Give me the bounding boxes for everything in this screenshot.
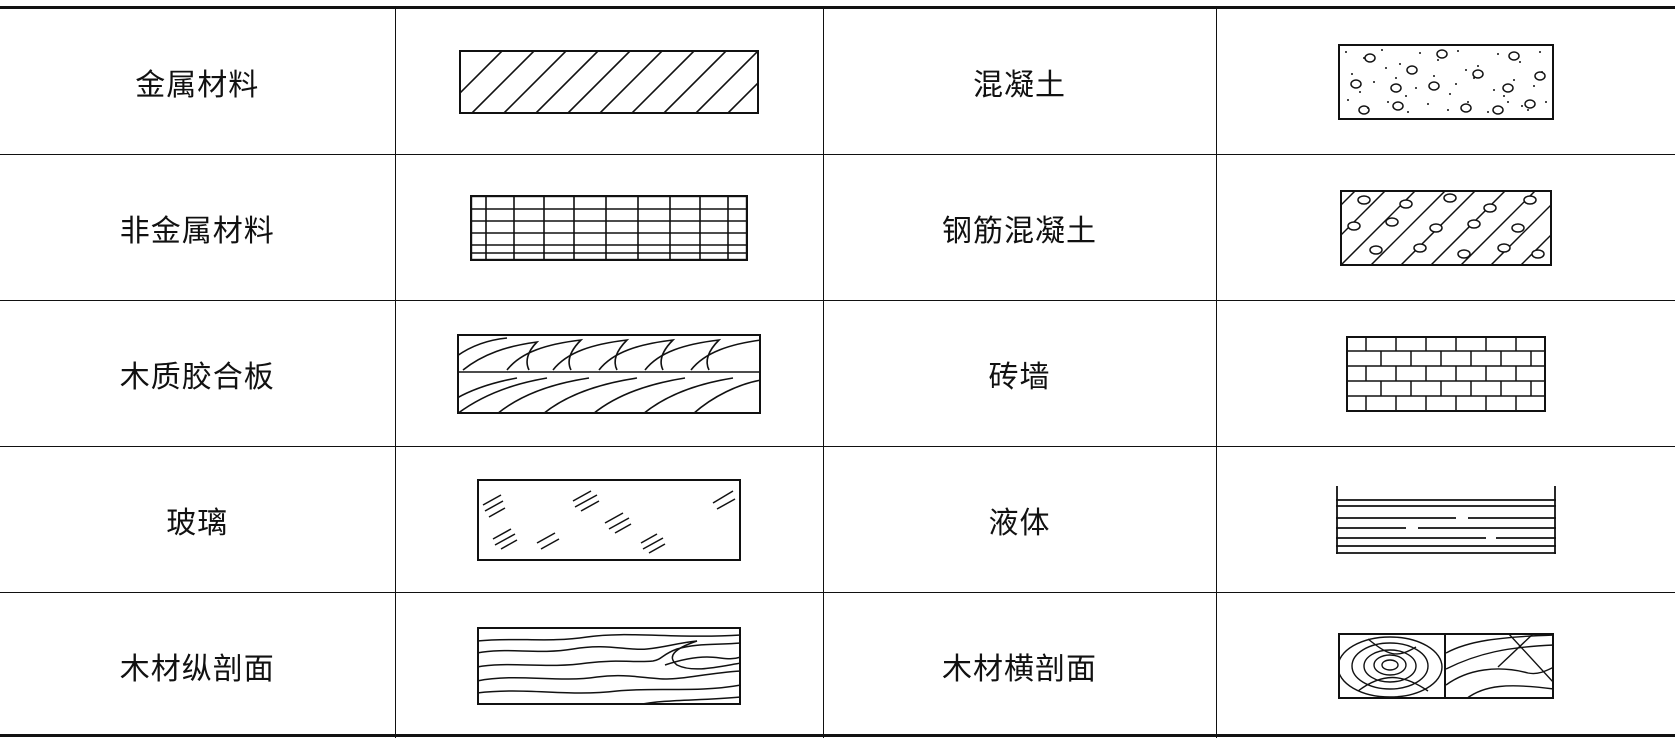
material-name-cell: 木材纵剖面 <box>0 592 396 738</box>
material-label: 砖墙 <box>988 359 1051 395</box>
material-label: 木材横剖面 <box>942 651 1097 687</box>
material-label: 木材纵剖面 <box>119 651 275 687</box>
pattern-cell <box>1215 446 1675 593</box>
non-metal-grid-pattern <box>470 194 748 261</box>
liquid-pattern <box>1335 485 1556 554</box>
material-label: 木质胶合板 <box>119 359 275 395</box>
top-rule <box>0 6 1675 9</box>
wood-longitudinal-pattern <box>477 626 741 705</box>
concrete-pattern <box>1337 43 1554 120</box>
pattern-cell <box>1215 592 1675 738</box>
material-name-cell: 混凝土 <box>822 9 1217 155</box>
table-row: 玻璃 液体 <box>0 446 1675 593</box>
material-name-cell: 钢筋混凝土 <box>822 154 1217 301</box>
plywood-pattern <box>457 333 761 414</box>
table-row: 金属材料 混凝土 <box>0 9 1675 155</box>
wood-cross-section-pattern <box>1337 632 1554 699</box>
material-label: 混凝土 <box>973 67 1066 103</box>
bottom-rule <box>0 734 1675 737</box>
table-row: 木材纵剖面 <box>0 592 1675 738</box>
material-label: 金属材料 <box>135 67 260 103</box>
material-name-cell: 砖墙 <box>822 300 1217 447</box>
brick-wall-pattern <box>1345 335 1546 412</box>
material-name-cell: 液体 <box>822 446 1217 593</box>
material-name-cell: 木质胶合板 <box>0 300 396 447</box>
material-name-cell: 金属材料 <box>0 9 396 155</box>
material-legend-table: 金属材料 混凝土 <box>0 9 1675 738</box>
pattern-cell <box>394 154 824 301</box>
pattern-cell <box>1215 154 1675 301</box>
pattern-cell <box>394 9 824 155</box>
pattern-cell <box>1215 300 1675 447</box>
material-label: 钢筋混凝土 <box>942 213 1097 249</box>
table-row: 非金属材料 钢筋混凝土 <box>0 154 1675 301</box>
material-name-cell: 非金属材料 <box>0 154 396 301</box>
table-row: 木质胶合板 <box>0 300 1675 447</box>
material-label: 液体 <box>988 505 1051 541</box>
glass-pattern <box>477 478 741 561</box>
metal-hatch-pattern <box>459 49 759 114</box>
material-name-cell: 木材横剖面 <box>822 592 1217 738</box>
material-name-cell: 玻璃 <box>0 446 396 593</box>
reinforced-concrete-pattern <box>1339 189 1552 266</box>
pattern-cell <box>394 446 824 593</box>
material-label: 玻璃 <box>166 505 229 541</box>
pattern-cell <box>1215 9 1675 155</box>
material-label: 非金属材料 <box>119 213 275 249</box>
pattern-cell <box>394 300 824 447</box>
pattern-cell <box>394 592 824 738</box>
